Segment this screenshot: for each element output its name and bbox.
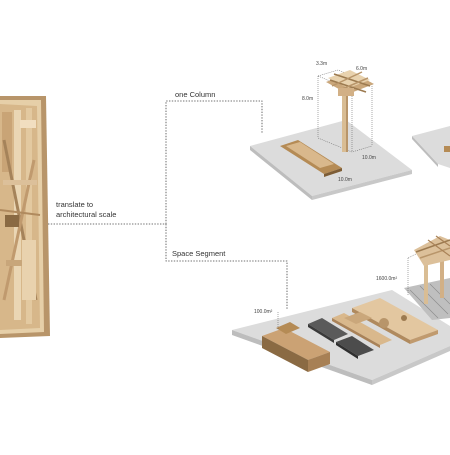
second-column-model xyxy=(412,126,450,168)
dim-column-top-depth: 6.0m xyxy=(356,66,368,72)
physical-model xyxy=(0,96,50,338)
translate-label-line1: translate to xyxy=(56,200,94,209)
space-structure-model xyxy=(404,235,450,320)
one-column-model xyxy=(250,69,412,200)
connector-lines xyxy=(48,100,288,309)
dim-column-base-a: 10.0m xyxy=(362,155,376,161)
translate-label-line2: architectural scale xyxy=(56,210,117,219)
space-segment-model xyxy=(232,290,450,385)
dim-column-top-width: 3.3m xyxy=(316,61,328,67)
dim-segment-area-small: 100.0m² xyxy=(254,309,273,315)
dim-column-height: 8.0m xyxy=(302,96,314,102)
dim-column-base-b: 10.0m xyxy=(338,177,352,183)
one-column-label: one Column xyxy=(175,90,216,99)
space-segment-label: Space Segment xyxy=(172,249,226,258)
dim-segment-area-large: 1600.0m² xyxy=(376,276,398,282)
